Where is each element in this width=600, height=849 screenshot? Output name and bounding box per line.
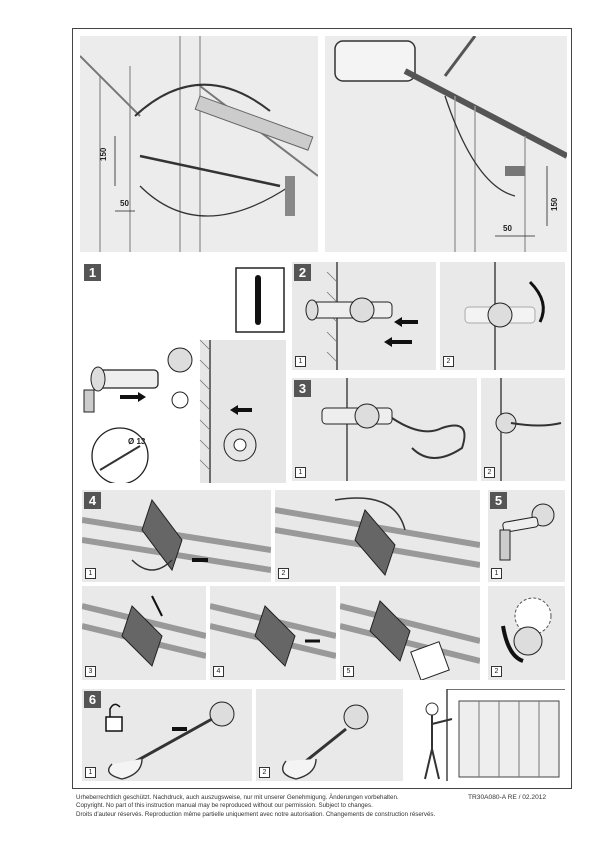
step-5-sub-2: 2 [488, 586, 565, 680]
step-3-sub-1: 1 [292, 378, 477, 481]
step-4-sub-badge-2: 2 [278, 568, 289, 579]
step-4-sub-2: 2 [275, 490, 480, 582]
step-2-sub-2: 2 [440, 262, 565, 370]
document-reference: TR30A080-A RE / 02.2012 [468, 794, 547, 801]
step-6-sub-1: 1 [82, 689, 252, 781]
step-3-sub-badge-1: 1 [295, 467, 306, 478]
step-6-badge: 6 [84, 691, 101, 708]
step-6-panel: 1 2 6 [80, 687, 567, 783]
step-2-panel: 1 2 2 [290, 260, 567, 372]
step-2-sub-badge-2: 2 [443, 356, 454, 367]
step-2-sub-badge-1: 1 [295, 356, 306, 367]
lock-cylinder [83, 366, 159, 413]
overview-left-panel: 150 50 [80, 36, 318, 252]
step-6-sub-badge-2: 2 [259, 767, 270, 778]
step-2-sub-1: 1 [292, 262, 436, 370]
step-1-illustration: Ø 13 [83, 267, 286, 483]
step-4-badge: 4 [84, 492, 101, 509]
step-5-badge: 5 [490, 492, 507, 509]
step-3-badge: 3 [294, 380, 311, 397]
footer-line-en: Copyright. No part of this instruction m… [76, 802, 373, 810]
overview-right-panel: 150 50 [325, 36, 567, 252]
hole-diameter-label: Ø 13 [128, 437, 146, 446]
step-2-badge: 2 [294, 264, 311, 281]
dimension-50-left: 50 [120, 199, 129, 208]
step-3-sub-badge-2: 2 [484, 467, 495, 478]
step-4-sub-5: 5 [340, 586, 480, 680]
overview-left-illustration: 150 50 [80, 36, 318, 252]
unlock-padlock-icon [105, 716, 123, 732]
copyright-footer: Urheberrechtlich geschützt. Nachdruck, a… [76, 794, 456, 819]
instruction-sheet: 150 50 150 50 [72, 28, 572, 789]
overview-right-illustration: 150 50 [325, 36, 567, 252]
footer-line-fr: Droits d'auteur réservés. Reproduction m… [76, 810, 436, 818]
step-4-sub-badge-3: 3 [85, 666, 96, 677]
dimension-150-left: 150 [99, 147, 108, 161]
step-6-sub-badge-1: 1 [85, 767, 96, 778]
step-4-sub-3: 3 [82, 586, 206, 680]
step-4-sub-1: 1 [82, 490, 271, 582]
step-3-sub-2: 2 [481, 378, 565, 481]
step-4-sub-badge-5: 5 [343, 666, 354, 677]
step-1-badge: 1 [84, 264, 101, 281]
step-5-sub-badge-2: 2 [491, 666, 502, 677]
step-4-sub-4: 4 [210, 586, 336, 680]
step-6-garage [407, 689, 565, 781]
step-3-panel: 1 2 3 [290, 376, 567, 483]
step-6-sub-2: 2 [256, 689, 403, 781]
footer-line-de: Urheberrechtlich geschützt. Nachdruck, a… [76, 794, 399, 801]
step-4-sub-badge-1: 1 [85, 568, 96, 579]
step-4-sub-badge-4: 4 [213, 666, 224, 677]
step-4-panel: 1 2 3 4 [80, 488, 482, 682]
dimension-50-right: 50 [503, 224, 512, 233]
step-5-sub-badge-1: 1 [491, 568, 502, 579]
dimension-150-right: 150 [550, 197, 559, 211]
step-5-panel: 1 2 5 [486, 488, 567, 682]
step-1-panel: Ø 13 1 [80, 260, 286, 483]
